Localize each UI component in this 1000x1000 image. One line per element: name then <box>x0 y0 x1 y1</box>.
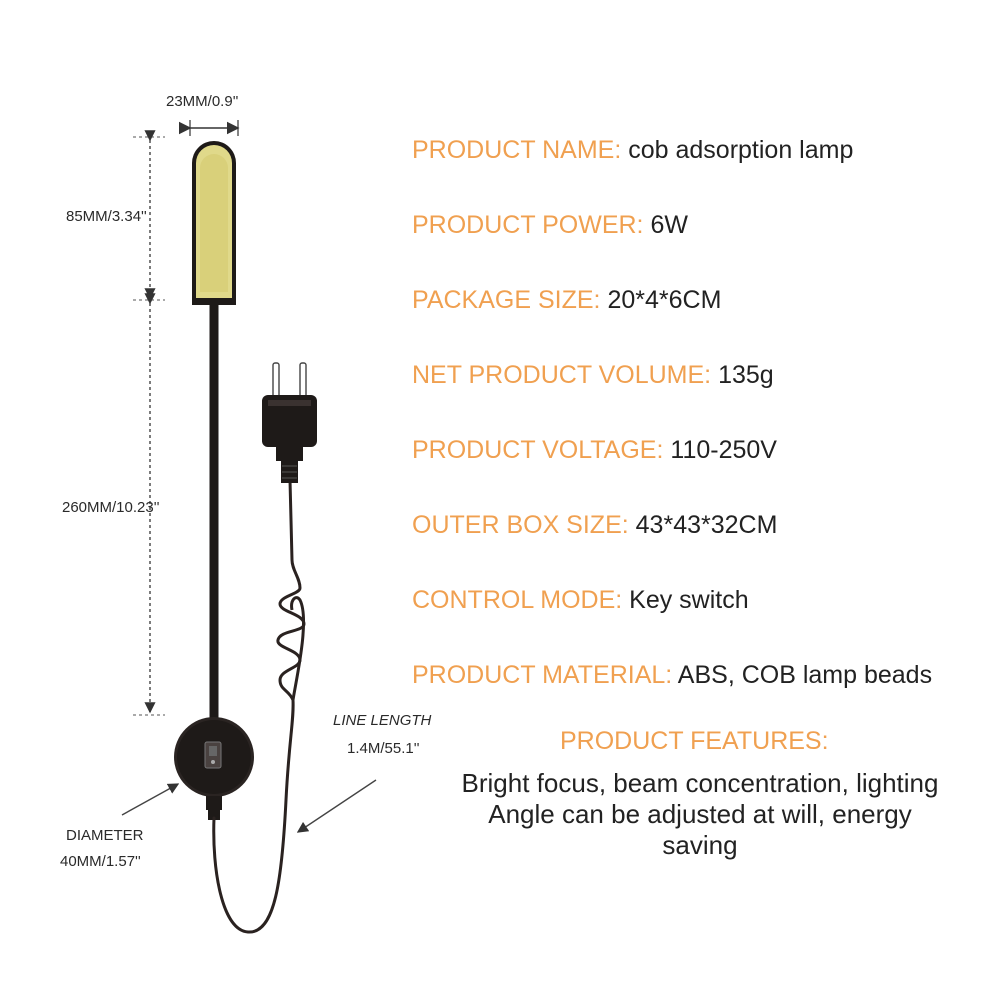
spec-value: ABS, COB lamp beads <box>677 661 933 689</box>
features-text: Bright focus, beam concentration, lighti… <box>461 768 939 860</box>
line-length-title: LINE LENGTH <box>333 712 432 729</box>
spec-control-mode: CONTROL MODE: Key switch <box>412 585 749 615</box>
lamp-head <box>192 141 236 305</box>
line-length-value: 1.4M/55.1'' <box>347 740 420 757</box>
spec-value: 110-250V <box>670 436 777 464</box>
spec-material: PRODUCT MATERIAL: ABS, COB lamp beads <box>412 660 932 690</box>
spec-value: 20*4*6CM <box>607 286 722 314</box>
spec-value: cob adsorption lamp <box>628 136 854 164</box>
power-plug <box>262 362 317 483</box>
diameter-title: DIAMETER <box>66 827 144 844</box>
spec-key: PACKAGE SIZE: <box>412 286 601 314</box>
lamp-illustration <box>121 120 377 934</box>
spec-key: OUTER BOX SIZE: <box>412 511 629 539</box>
spec-key: CONTROL MODE: <box>412 586 623 614</box>
spec-package-size: PACKAGE SIZE: 20*4*6CM <box>412 285 721 315</box>
spec-product-name: PRODUCT NAME: cob adsorption lamp <box>412 135 853 165</box>
diameter-value: 40MM/1.57'' <box>60 853 141 870</box>
spec-value: Key switch <box>629 586 749 614</box>
spec-key: PRODUCT MATERIAL: <box>412 661 673 689</box>
line-length-pointer <box>296 779 377 833</box>
head-height-dimension <box>133 130 165 301</box>
spec-key: PRODUCT POWER: <box>412 211 644 239</box>
spec-key: PRODUCT NAME: <box>412 136 622 164</box>
spec-key: NET PRODUCT VOLUME: <box>412 361 712 389</box>
diameter-pointer <box>121 783 180 816</box>
spec-value: 6W <box>650 211 688 239</box>
features-title: PRODUCT FEATURES: <box>560 727 829 755</box>
spec-value: 135g <box>718 361 774 389</box>
spec-outer-box-size: OUTER BOX SIZE: 43*43*32CM <box>412 510 777 540</box>
spec-net-volume: NET PRODUCT VOLUME: 135g <box>412 360 774 390</box>
head-height-label: 85MM/3.34'' <box>66 208 147 225</box>
magnetic-base <box>174 717 254 820</box>
spec-key: PRODUCT VOLTAGE: <box>412 436 664 464</box>
spec-product-power: PRODUCT POWER: 6W <box>412 210 688 240</box>
head-width-label: 23MM/0.9'' <box>166 93 239 110</box>
head-width-dimension <box>178 120 240 136</box>
arm-length-label: 260MM/10.23'' <box>62 499 160 516</box>
spec-value: 43*43*32CM <box>635 511 778 539</box>
power-cord <box>212 478 306 934</box>
spec-voltage: PRODUCT VOLTAGE: 110-250V <box>412 435 777 465</box>
arm-length-dimension <box>133 293 165 716</box>
